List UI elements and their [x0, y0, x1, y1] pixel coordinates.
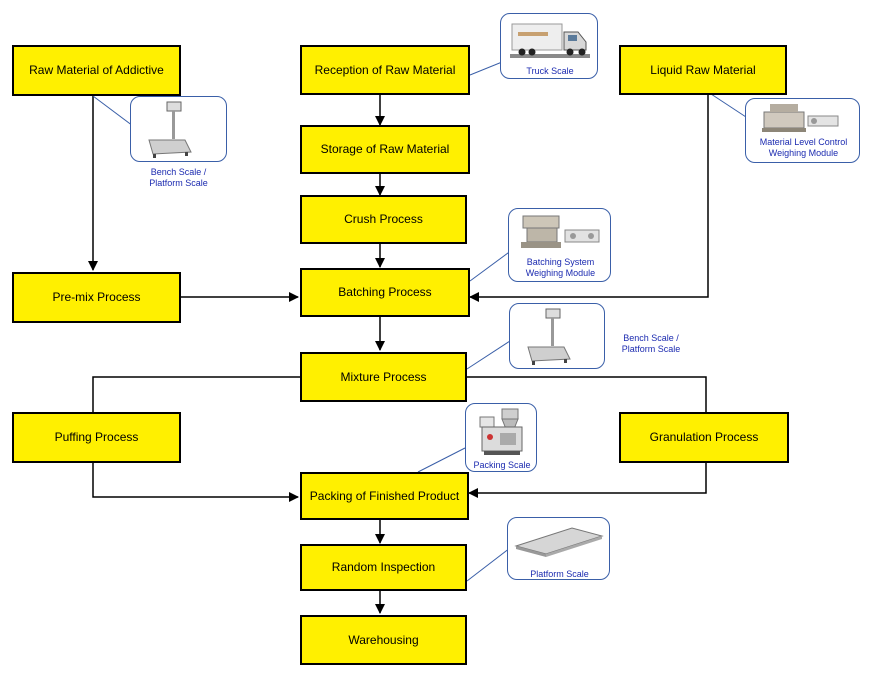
callout-bench-scale-2 [509, 303, 605, 369]
level-control-module-icon [762, 104, 839, 132]
callout-platform-scale-label: Platform Scale [530, 569, 589, 579]
arrow-liquid-batching [469, 95, 709, 302]
box-liquid-raw: Liquid Raw Material [619, 45, 787, 95]
callout-platform-scale: Platform Scale [507, 517, 610, 580]
box-warehousing: Warehousing [300, 615, 467, 665]
callout-packing-scale: Packing Scale [465, 403, 537, 472]
truck-scale-icon [510, 23, 590, 58]
line-mixture-puffing [92, 376, 300, 412]
callout-level-control-label: Material Level Control Weighing Module [759, 137, 848, 158]
arrow-granulation-packing [468, 463, 707, 498]
leader-batching-module [469, 249, 513, 282]
line-mixture-granulation [467, 376, 707, 412]
callout-level-control: Material Level Control Weighing Module [745, 98, 860, 163]
batching-module-icon [521, 215, 600, 248]
leader-packing-scale [417, 447, 466, 473]
box-crush: Crush Process [300, 195, 467, 244]
bench-scale-icon [527, 308, 571, 365]
callout-batching-module: Batching System Weighing Module [508, 208, 611, 282]
platform-scale-icon [514, 527, 604, 557]
packing-scale-icon [479, 408, 523, 455]
box-granulation: Granulation Process [619, 412, 789, 463]
leader-bench-scale-1 [92, 95, 134, 127]
callout-bench-scale-1-label: Bench Scale / Platform Scale [149, 167, 208, 188]
leader-bench-scale-2 [466, 340, 511, 370]
box-raw-material-addictive: Raw Material of Addictive [12, 45, 181, 96]
arrow-puffing-packing [92, 463, 299, 502]
box-mixture: Mixture Process [300, 352, 467, 402]
callout-truck-scale: Truck Scale [500, 13, 598, 79]
box-puffing: Puffing Process [12, 412, 181, 463]
callout-bench-scale-2-label: Bench Scale / Platform Scale [621, 333, 681, 354]
box-random-inspection: Random Inspection [300, 544, 467, 591]
bench-scale-icon [148, 101, 192, 158]
callout-packing-scale-label: Packing Scale [473, 460, 531, 470]
box-premix: Pre-mix Process [12, 272, 181, 323]
box-batching: Batching Process [300, 268, 470, 317]
box-packing: Packing of Finished Product [300, 472, 469, 520]
callout-bench-scale-1 [130, 96, 227, 162]
box-reception: Reception of Raw Material [300, 45, 470, 95]
leader-platform-scale [466, 547, 511, 582]
callout-truck-scale-label: Truck Scale [526, 66, 574, 76]
box-storage: Storage of Raw Material [300, 125, 470, 174]
leader-level-control [707, 91, 747, 118]
callout-batching-module-label: Batching System Weighing Module [525, 257, 596, 278]
